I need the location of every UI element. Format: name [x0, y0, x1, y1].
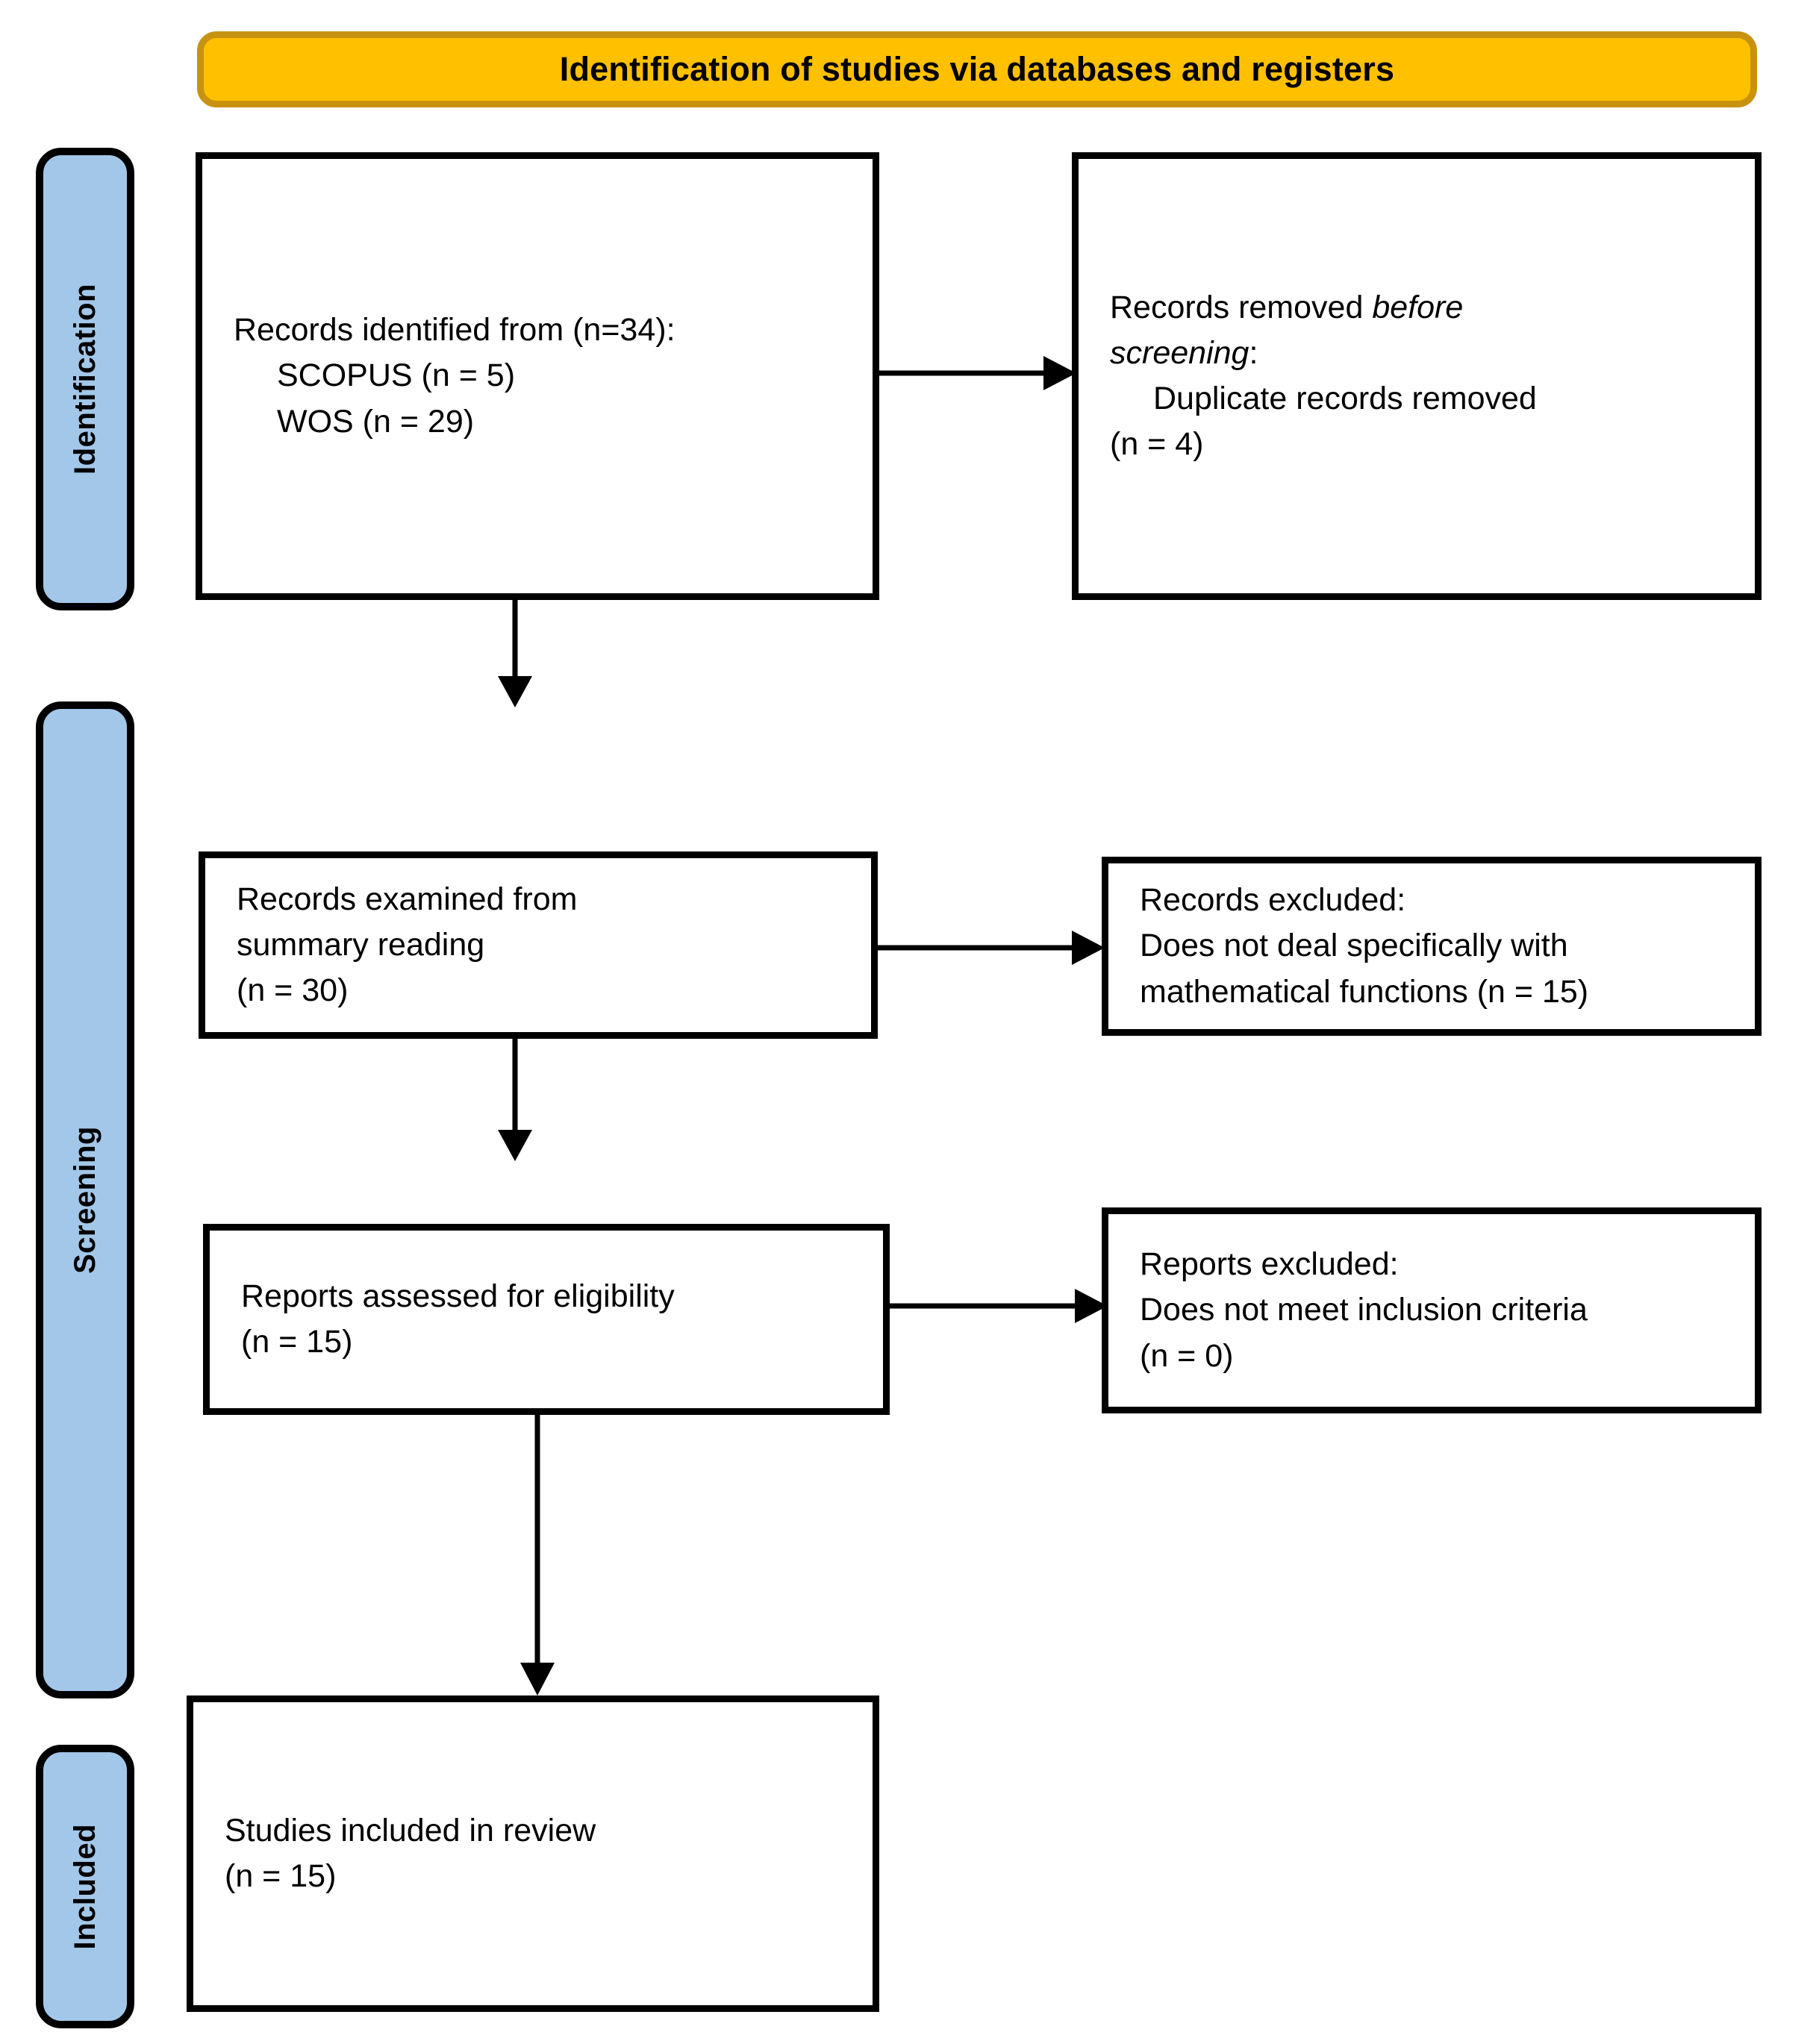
box-studies-included: Studies included in review (n = 15) [187, 1695, 879, 2012]
box-records-examined: Records examined from summary reading (n… [199, 851, 878, 1039]
arrow-identified-to-removed [873, 351, 1082, 396]
records-identified-line-3: WOS (n = 29) [277, 403, 475, 440]
records-examined-line-3: (n = 30) [237, 972, 349, 1009]
records-removed-line-4: (n = 4) [1110, 426, 1204, 463]
records-excluded-line-3: mathematical functions (n = 15) [1140, 973, 1589, 1010]
box-records-removed: Records removed before screening: Duplic… [1072, 152, 1762, 600]
reports-excluded-line-3: (n = 0) [1140, 1337, 1234, 1374]
box-reports-assessed-eligibility: Reports assessed for eligibility (n = 15… [203, 1224, 890, 1415]
arrow-identified-to-examined [470, 596, 560, 707]
stage-label-screening: Screening [36, 701, 134, 1698]
box-reports-excluded: Reports excluded: Does not meet inclusio… [1102, 1207, 1762, 1413]
eligibility-line-2: (n = 15) [241, 1324, 353, 1360]
studies-included-line-2: (n = 15) [225, 1858, 337, 1894]
arrow-examined-to-records-excluded [872, 925, 1111, 970]
records-removed-colon: : [1249, 334, 1258, 371]
records-removed-line-2: screening: [1110, 331, 1723, 376]
records-identified-line-1: Records identified from (n=34): [234, 312, 675, 349]
stage-label-screening-text: Screening [68, 1126, 102, 1274]
records-removed-italic-screening: screening [1110, 334, 1249, 371]
records-removed-line-1: Records removed before [1110, 285, 1723, 331]
arrow-eligibility-to-reports-excluded [884, 1284, 1114, 1328]
arrow-examined-to-eligibility [470, 1034, 560, 1161]
stage-label-identification: Identification [36, 148, 134, 610]
records-identified-line-2: SCOPUS (n = 5) [277, 357, 516, 394]
stage-label-identification-text: Identification [68, 284, 102, 475]
records-excluded-line-2: Does not deal specifically with [1140, 928, 1568, 964]
diagram-title: Identification of studies via databases … [559, 50, 1395, 89]
stage-label-included-text: Included [68, 1823, 102, 1950]
eligibility-line-1: Reports assessed for eligibility [241, 1278, 675, 1314]
studies-included-line-1: Studies included in review [225, 1812, 596, 1848]
records-examined-line-2: summary reading [237, 926, 485, 963]
records-removed-prefix: Records removed [1110, 289, 1373, 325]
stage-label-included: Included [36, 1745, 134, 2028]
box-records-identified: Records identified from (n=34): SCOPUS (… [196, 152, 879, 600]
diagram-header-banner: Identification of studies via databases … [197, 31, 1757, 107]
reports-excluded-line-2: Does not meet inclusion criteria [1140, 1292, 1588, 1328]
box-records-excluded: Records excluded: Does not deal specific… [1102, 857, 1762, 1036]
records-excluded-line-1: Records excluded: [1140, 882, 1406, 919]
reports-excluded-line-1: Reports excluded: [1140, 1246, 1399, 1283]
records-removed-line-3: Duplicate records removed [1153, 381, 1537, 416]
records-removed-italic-before: before [1372, 289, 1464, 325]
arrow-eligibility-to-included [493, 1410, 582, 1695]
records-examined-line-1: Records examined from [237, 881, 578, 917]
